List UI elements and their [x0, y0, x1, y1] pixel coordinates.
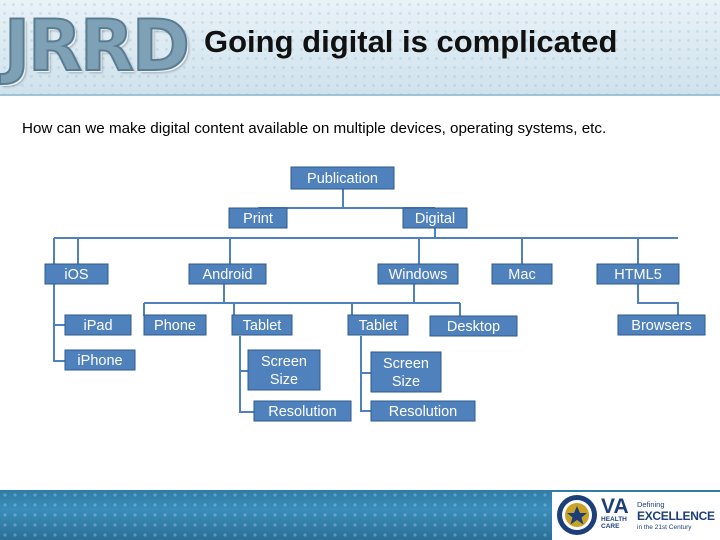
connector-windows-tablet	[360, 336, 371, 412]
node-windows-tablet-label: Tablet	[359, 318, 398, 334]
node-android-resolution-label: Resolution	[268, 404, 337, 420]
node-browsers-label: Browsers	[631, 318, 691, 334]
node-android-screen-size-label-1: Screen	[261, 354, 307, 370]
node-print-label: Print	[243, 211, 273, 227]
tagline-line-1: Defining	[637, 500, 665, 509]
connector-ios	[53, 238, 65, 362]
connector-android	[143, 284, 352, 316]
connector-digital	[54, 228, 678, 264]
node-publication: Publication	[290, 166, 395, 190]
node-ios: iOS	[44, 263, 109, 285]
connector-android-tablet	[239, 336, 254, 413]
node-android-resolution: Resolution	[253, 400, 352, 422]
node-android: Android	[188, 263, 267, 285]
connector-html5	[637, 284, 679, 325]
node-windows-screen-size: Screen Size	[370, 351, 442, 393]
node-android-screen-size: Screen Size	[247, 349, 321, 391]
slide-title: Going digital is complicated	[204, 24, 618, 59]
node-html5: HTML5	[596, 263, 680, 285]
tagline-line-2: EXCELLENCE	[637, 509, 715, 523]
node-android-screen-size-label-2: Size	[270, 372, 298, 388]
node-windows-tablet: Tablet	[347, 314, 409, 336]
diagram-connectors	[53, 189, 679, 413]
va-seal-icon	[557, 495, 597, 535]
node-windows-label: Windows	[389, 267, 448, 283]
node-windows-screen-size-label-1: Screen	[383, 356, 429, 372]
slide-subtitle: How can we make digital content availabl…	[22, 120, 607, 137]
node-publication-label: Publication	[307, 171, 378, 187]
node-digital-label: Digital	[415, 211, 455, 227]
node-browsers: Browsers	[617, 314, 706, 336]
node-windows-desktop: Desktop	[429, 315, 518, 337]
node-print: Print	[228, 207, 288, 229]
node-ios-label: iOS	[64, 267, 88, 283]
node-windows: Windows	[377, 263, 459, 285]
node-windows-desktop-label: Desktop	[447, 319, 500, 335]
node-ipad-label: iPad	[83, 318, 112, 334]
node-android-phone-label: Phone	[154, 318, 196, 334]
node-iphone: iPhone	[64, 349, 136, 371]
publication-tree-diagram: Publication Print Digital iOS Android Wi…	[44, 166, 706, 422]
node-android-label: Android	[203, 267, 253, 283]
node-android-tablet-label: Tablet	[243, 318, 282, 334]
node-android-tablet: Tablet	[231, 314, 293, 336]
jrrd-logo: JRRD	[3, 5, 191, 87]
header-dot-pattern	[0, 0, 720, 96]
header-divider	[0, 94, 720, 96]
va-logo-text: VA	[601, 495, 629, 518]
node-mac-label: Mac	[508, 267, 535, 283]
node-digital: Digital	[402, 207, 468, 229]
node-html5-label: HTML5	[614, 267, 662, 283]
node-windows-resolution-label: Resolution	[389, 404, 458, 420]
node-mac: Mac	[491, 263, 553, 285]
slide-header	[0, 0, 720, 96]
node-windows-resolution: Resolution	[370, 400, 476, 422]
node-android-phone: Phone	[143, 314, 207, 336]
connector-windows	[351, 284, 461, 316]
node-iphone-label: iPhone	[77, 353, 122, 369]
va-health-care-text: HEALTH CARE	[601, 516, 627, 530]
node-ipad: iPad	[64, 314, 132, 336]
tagline-line-3: in the 21st Century	[637, 524, 692, 531]
node-windows-screen-size-label-2: Size	[392, 374, 420, 390]
connector-publication	[257, 189, 436, 209]
